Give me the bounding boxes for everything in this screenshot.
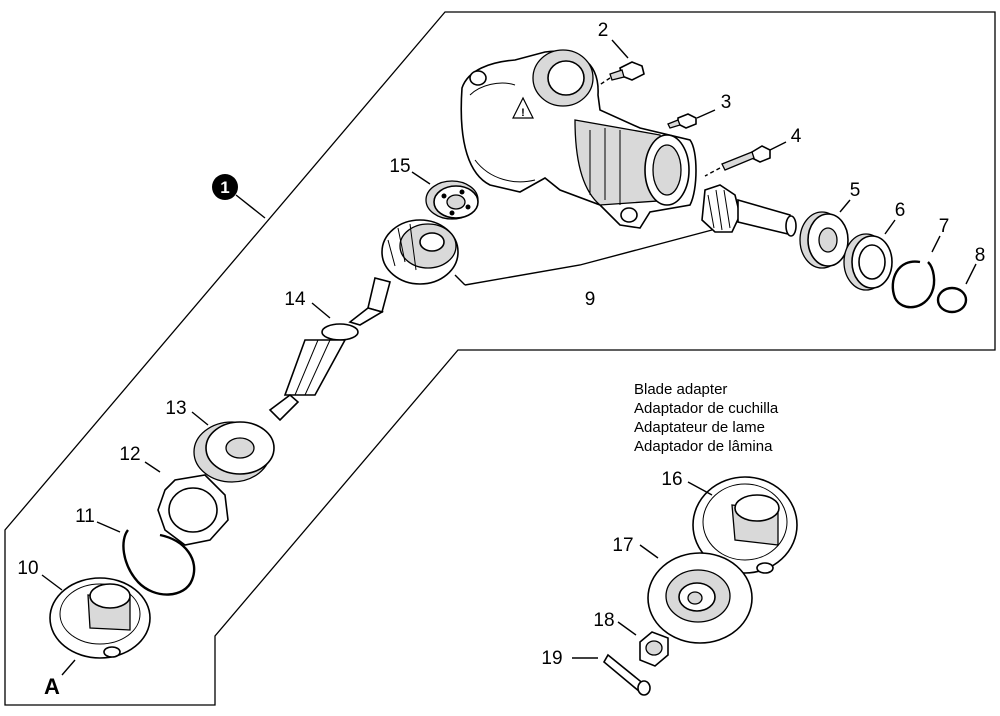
callout-13: 13 <box>165 398 186 419</box>
callout-11: 11 <box>75 506 95 527</box>
bearing-5 <box>799 211 849 269</box>
nut-18 <box>639 631 669 667</box>
leader-7 <box>931 235 941 253</box>
callout-18: 18 <box>593 610 614 631</box>
leader-11 <box>96 521 121 533</box>
washer-17 <box>647 552 753 644</box>
leader-12 <box>144 461 161 473</box>
leader-18 <box>617 621 637 636</box>
leader-14 <box>311 302 331 319</box>
leader-9b <box>464 229 713 286</box>
drive-shaft <box>268 277 391 422</box>
assembly-badge-number: 1 <box>220 178 229 197</box>
callout-A: A <box>44 674 60 699</box>
leader-A <box>61 659 76 676</box>
circlip-11 <box>122 529 196 596</box>
pinion-gear <box>701 184 797 237</box>
caption-line-es: Adaptador de cuchilla <box>634 400 779 417</box>
callout-7: 7 <box>939 216 950 237</box>
leader-13 <box>191 411 209 426</box>
leader-5 <box>839 199 851 213</box>
caption-line-fr: Adaptateur de lame <box>634 419 765 436</box>
leader-2 <box>611 39 629 59</box>
callout-2: 2 <box>598 20 609 41</box>
leader-8 <box>965 263 977 285</box>
callout-3: 3 <box>721 92 732 113</box>
gear-housing: ! <box>460 49 697 229</box>
leader-17 <box>639 544 659 559</box>
leader-9 <box>454 274 466 286</box>
bearing-13 <box>193 421 275 483</box>
callout-14: 14 <box>284 289 306 310</box>
callout-17: 17 <box>612 535 633 556</box>
callout-10: 10 <box>17 558 38 579</box>
leader-15 <box>411 171 431 185</box>
svg-text:!: ! <box>521 107 525 119</box>
bearing-15 <box>425 180 479 220</box>
callout-9: 9 <box>585 289 596 310</box>
adapter-10 <box>49 577 151 659</box>
leader-4 <box>769 141 787 151</box>
ring-8 <box>936 286 968 314</box>
callout-4: 4 <box>791 126 802 147</box>
assembly-badge: 1 <box>212 174 266 219</box>
screw-2 <box>597 61 645 87</box>
screw-4 <box>704 145 771 177</box>
circlip-7 <box>891 260 936 309</box>
callout-5: 5 <box>850 180 861 201</box>
bevel-gear <box>381 219 459 285</box>
leader-10 <box>41 574 63 591</box>
blade-adapter-caption: Blade adapter Adaptador de cuchilla Adap… <box>634 380 778 456</box>
assembly-outline <box>4 11 996 706</box>
shim-12 <box>157 474 229 546</box>
callout-6: 6 <box>895 200 906 221</box>
cotter-pin-19 <box>602 653 651 696</box>
callout-16: 16 <box>661 469 682 490</box>
screw-3 <box>667 113 697 129</box>
callout-19: 19 <box>541 648 562 669</box>
caption-line-pt: Adaptador de lâmina <box>634 438 773 455</box>
adapter-16 <box>692 476 798 574</box>
caption-line-en: Blade adapter <box>634 381 728 398</box>
callout-15: 15 <box>389 156 410 177</box>
leader-16 <box>687 481 713 496</box>
callout-8: 8 <box>975 245 986 266</box>
callout-12: 12 <box>119 444 140 465</box>
leader-6 <box>884 219 896 235</box>
leader-3 <box>696 109 716 119</box>
bearing-6 <box>843 233 893 291</box>
